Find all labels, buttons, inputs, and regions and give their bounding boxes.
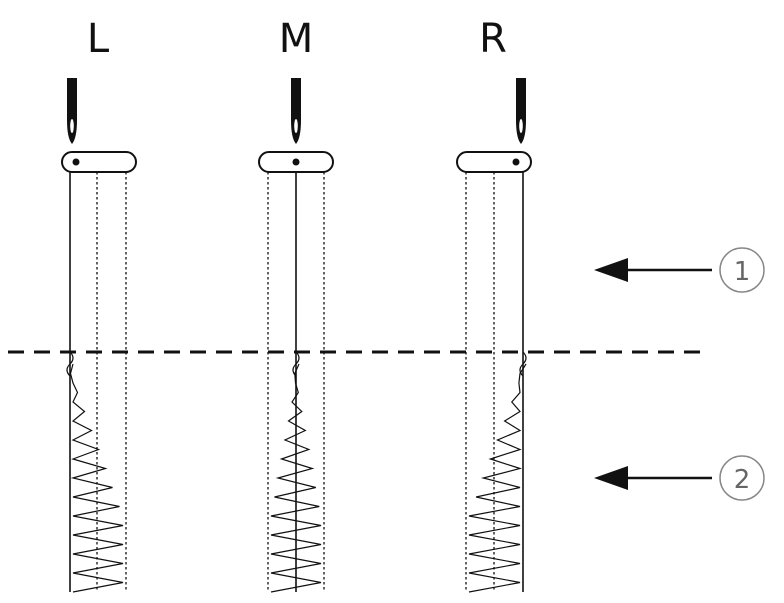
callout-2-circle: [719, 455, 765, 501]
needle-eye-right: [519, 119, 523, 133]
callout-2-arrowhead-icon: [594, 466, 628, 490]
column-middle: [258, 78, 334, 593]
needle-icon-middle: [291, 78, 301, 144]
callout-1-number: 1: [734, 257, 751, 287]
stitch-start-left: [66, 351, 74, 377]
needle-icon-left: [67, 78, 77, 144]
zigzag-stitch-right: [468, 363, 527, 593]
callout-1-arrowhead-icon: [594, 258, 628, 282]
column-left: [61, 78, 137, 593]
needle-icon-right: [516, 78, 526, 144]
needle-eye-middle: [294, 119, 298, 133]
needle-plate-right: [456, 151, 532, 173]
needle-plate-dot-right: [512, 158, 520, 166]
callout-2: 2: [594, 455, 765, 501]
callout-1: 1: [594, 247, 765, 293]
zigzag-stitch-middle: [270, 363, 322, 593]
stitch-start-middle: [292, 351, 300, 377]
position-label-right: R: [479, 16, 507, 62]
needle-plate-dot-left: [72, 158, 80, 166]
needle-eye-left: [70, 119, 74, 133]
position-label-left: L: [87, 16, 110, 62]
callout-2-number: 2: [734, 465, 751, 495]
stitch-start-right: [519, 351, 527, 377]
callout-1-circle: [719, 247, 765, 293]
needle-plate-left: [61, 151, 137, 173]
needle-plate-dot-middle: [292, 158, 300, 166]
position-label-middle: M: [279, 16, 314, 62]
column-right: [456, 78, 532, 593]
zigzag-stitch-left: [69, 363, 124, 593]
